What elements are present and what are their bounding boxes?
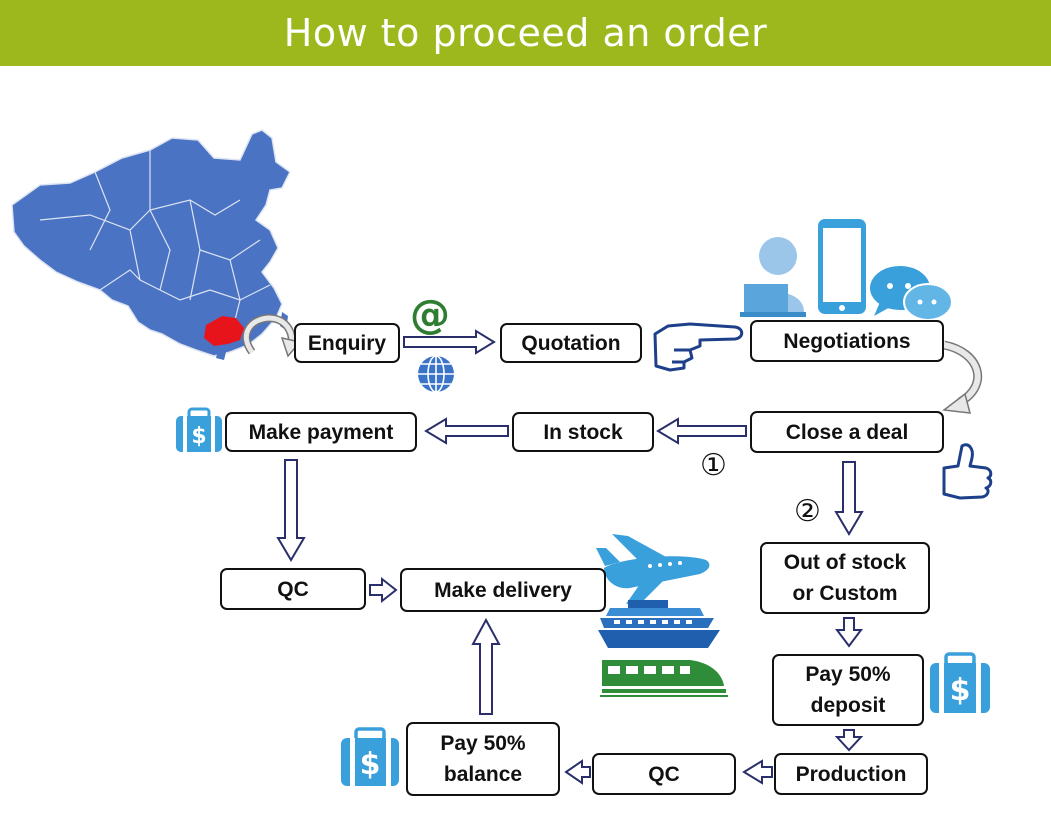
step-make-delivery: Make delivery [400, 568, 606, 612]
step-qc-top: QC [220, 568, 366, 610]
step-out-of-stock: Out of stock or Custom [760, 542, 930, 614]
smartphone-icon [818, 219, 866, 314]
step-close-deal: Close a deal [750, 411, 944, 453]
step-in-stock: In stock [512, 412, 654, 452]
step-quotation: Quotation [500, 323, 642, 363]
step-label: QC [648, 762, 680, 786]
guangdong-highlight [204, 316, 244, 346]
svg-text:$: $ [360, 747, 381, 782]
option-2-marker: ② [794, 494, 821, 529]
step-label: Make delivery [434, 578, 572, 602]
step-negotiations: Negotiations [750, 320, 944, 362]
china-map-icon [11, 129, 291, 360]
step-label-line1: Pay 50% [805, 663, 891, 686]
step-label: Enquiry [307, 331, 387, 355]
email-at-icon: @ [410, 292, 450, 338]
step-label: Close a deal [785, 420, 909, 444]
airplane-icon [596, 534, 710, 604]
thumbs-up-icon [942, 443, 993, 500]
cruise-ship-icon [598, 600, 720, 648]
chat-bubbles-icon [870, 266, 953, 321]
step-label: Make payment [248, 420, 394, 444]
money-case-icon: $ [930, 652, 990, 713]
step-label-line2: balance [443, 763, 523, 786]
step-label: In stock [543, 420, 623, 444]
person-laptop-icon [740, 237, 806, 317]
pointing-hand-icon [653, 322, 744, 372]
option-1-marker: ① [700, 448, 727, 483]
svg-text:$: $ [191, 424, 206, 449]
step-label: Negotiations [783, 329, 911, 353]
step-pay-balance: Pay 50% balance [406, 722, 560, 796]
step-enquiry: Enquiry [294, 323, 400, 363]
money-case-icon: $ [341, 727, 399, 786]
step-label: Production [795, 762, 907, 786]
svg-text:$: $ [950, 673, 971, 708]
step-label-line2: deposit [810, 694, 886, 717]
step-label-line2: or Custom [792, 582, 898, 605]
train-icon [600, 660, 728, 697]
step-pay-deposit: Pay 50% deposit [772, 654, 924, 726]
step-make-payment: Make payment [225, 412, 417, 452]
title-banner: How to proceed an order [0, 0, 1051, 66]
step-label-line1: Out of stock [783, 551, 907, 574]
money-case-icon: $ [176, 407, 222, 452]
step-label-line1: Pay 50% [440, 732, 526, 755]
step-label: Quotation [521, 331, 621, 355]
page-title: How to proceed an order [283, 11, 768, 55]
step-production: Production [774, 753, 928, 795]
step-qc-bottom: QC [592, 753, 736, 795]
globe-icon [418, 355, 454, 393]
step-label: QC [277, 577, 309, 601]
flow-arrows [276, 329, 864, 785]
